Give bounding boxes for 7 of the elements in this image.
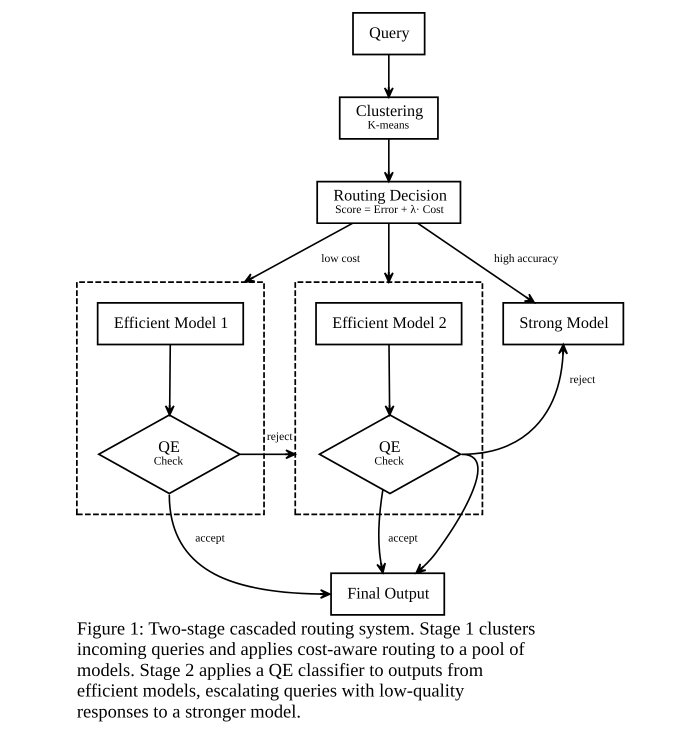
edge-label: accept (388, 532, 418, 544)
edge-label: accept (195, 532, 225, 544)
edge-label: low cost (321, 252, 360, 265)
edge-label: high accuracy (494, 252, 558, 265)
caption: Figure 1: Two-stage cascaded routing system. Stage 1 clusters incoming queries and applies cost-aware routing to a pool of models. Stage 2 applies a QE classifier to outputs from efficient models, escalating queries with low-quality responses to a stronger model. (76, 618, 536, 722)
edge-label: reject (266, 430, 293, 443)
edge-label: reject (570, 374, 596, 386)
